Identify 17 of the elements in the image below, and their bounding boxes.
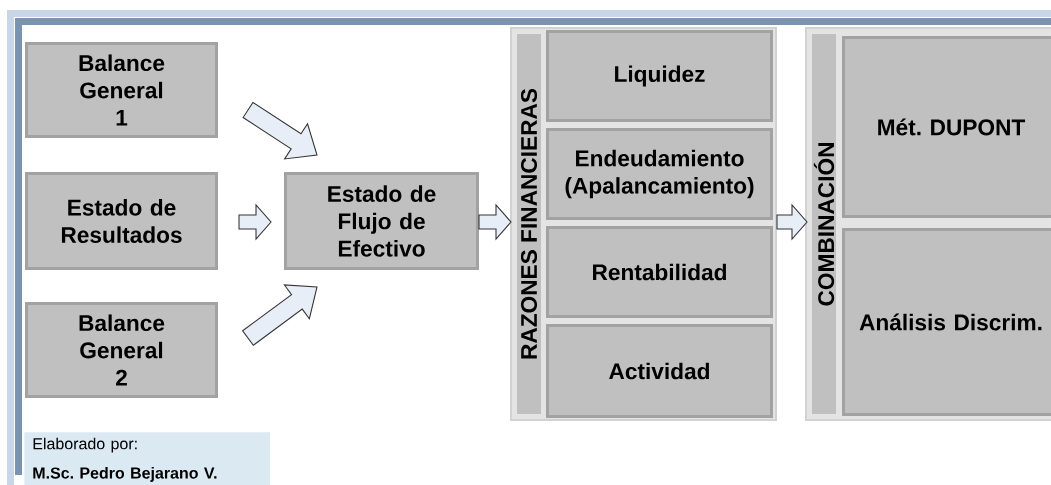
vertical-heading: RAZONES FINANCIERAS xyxy=(521,88,538,359)
text-box: Análisis Discrim. xyxy=(842,228,1051,416)
block-arrow xyxy=(238,203,272,241)
block-arrow xyxy=(478,203,512,241)
text-box: Rentabilidad xyxy=(546,226,773,318)
text-box: Mét. DUPONT xyxy=(842,36,1051,218)
text-box: Endeudamiento (Apalancamiento) xyxy=(546,128,773,220)
text-box: Liquidez xyxy=(546,30,773,122)
vertical-heading: COMBINACIÓN xyxy=(813,143,835,306)
block-arrow xyxy=(776,203,808,241)
text-box: Balance General 2 xyxy=(25,302,218,398)
text-box: Estado de Flujo de Efectivo xyxy=(284,172,479,270)
text-box: Balance General 1 xyxy=(25,42,218,138)
credit-box: Elaborado por: M.Sc. Pedro Bejarano V. xyxy=(24,432,271,485)
text-box: Actividad xyxy=(546,324,773,418)
block-arrow xyxy=(242,101,318,160)
text-box: Estado de Resultados xyxy=(25,172,218,270)
